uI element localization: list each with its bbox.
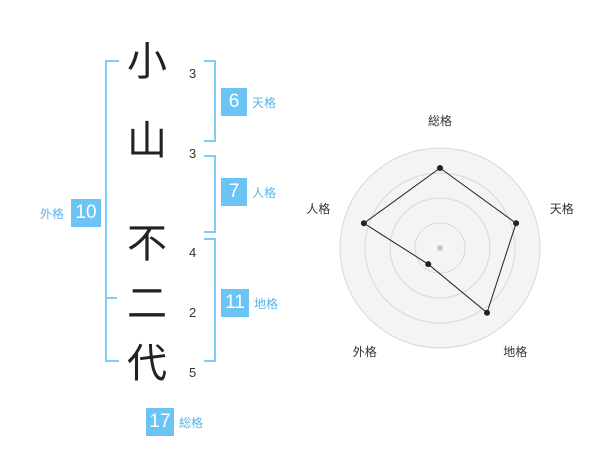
name-char-4: 二 (127, 281, 167, 327)
radar-point-5 (360, 220, 367, 227)
stroke-count-2: 3 (189, 146, 197, 161)
jinkaku-value: 7 (221, 178, 247, 206)
tenkaku-value: 6 (221, 88, 247, 116)
radar-ring-2 (389, 197, 491, 299)
gaikaku-value: 10 (71, 199, 101, 227)
soukaku-label: 総格 (179, 416, 204, 430)
radar-axis-label-2: 天格 (549, 201, 574, 216)
radar-point-4 (425, 261, 432, 268)
radar-axis-label-4: 外格 (352, 345, 377, 360)
radar-axis-label-1: 総格 (428, 113, 453, 128)
chikaku-label: 地格 (254, 297, 279, 311)
soukaku-value: 17 (146, 408, 174, 436)
gaikaku-bracket-mid (105, 297, 117, 299)
radar-center-dot (437, 245, 443, 251)
name-char-2: 山 (127, 118, 167, 164)
name-char-1: 小 (127, 39, 167, 85)
radar-point-1 (437, 165, 443, 171)
stroke-count-1: 3 (189, 66, 197, 81)
radar-value-polygon (363, 167, 517, 314)
radar-ring-3 (364, 172, 516, 324)
chikaku-bracket (204, 238, 216, 362)
radar-point-2 (513, 220, 520, 227)
stroke-count-3: 4 (189, 245, 197, 260)
gaikaku-label: 外格 (40, 207, 65, 221)
stroke-count-5: 5 (189, 365, 197, 380)
radar-axis-label-5: 人格 (306, 201, 331, 216)
gaikaku-bracket (105, 60, 119, 362)
tenkaku-bracket (204, 60, 216, 142)
radar-ring-1 (414, 222, 466, 274)
name-char-3: 不 (127, 221, 167, 267)
jinkaku-label: 人格 (252, 186, 277, 200)
radar-point-3 (484, 309, 491, 316)
jinkaku-bracket (204, 155, 216, 233)
radar-axis-label-3: 地格 (503, 345, 528, 360)
name-char-5: 代 (127, 341, 167, 387)
chikaku-value: 11 (221, 289, 249, 317)
stroke-count-4: 2 (189, 305, 197, 320)
tenkaku-label: 天格 (252, 96, 277, 110)
